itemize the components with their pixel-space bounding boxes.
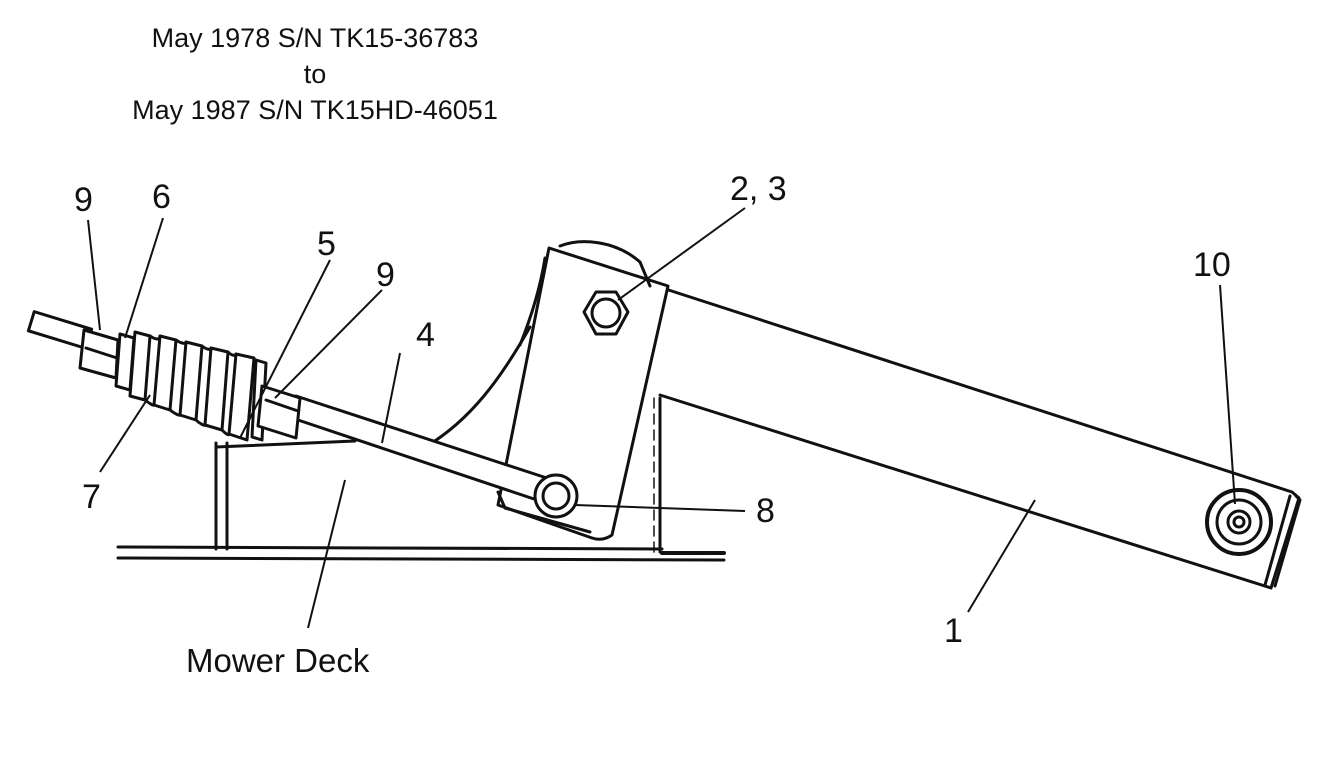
- bushing: [1205, 488, 1273, 556]
- callout-8: 8: [756, 492, 775, 530]
- leader-9-left: [87, 219, 101, 331]
- callout-2-3: 2, 3: [730, 170, 787, 208]
- title-line-2: to: [303, 59, 327, 89]
- callout-9-right: 9: [376, 256, 395, 294]
- pivot-bolt: [582, 290, 630, 336]
- leader-2-3: [617, 207, 746, 301]
- pin: [533, 473, 579, 519]
- leader-4: [381, 352, 401, 444]
- mower-deck-label: Mower Deck: [186, 642, 370, 679]
- pivot-plate: [496, 240, 670, 541]
- leader-7: [99, 394, 151, 473]
- leader-8: [574, 504, 746, 512]
- leader-mower-deck: [307, 479, 346, 629]
- callout-7: 7: [82, 478, 101, 516]
- leader-6: [124, 217, 164, 339]
- callout-9-left: 9: [74, 181, 93, 219]
- callout-10: 10: [1193, 246, 1231, 284]
- leader-1: [967, 499, 1036, 613]
- callout-5: 5: [317, 225, 336, 263]
- title-line-1: May 1978 S/N TK15-36783: [151, 23, 479, 53]
- callout-6: 6: [152, 178, 171, 216]
- callout-1: 1: [944, 612, 963, 650]
- leader-5: [239, 259, 331, 439]
- mower-deck-outline: [116, 325, 726, 562]
- callout-4: 4: [416, 316, 435, 354]
- title-line-3: May 1987 S/N TK15HD-46051: [132, 95, 498, 125]
- main-arm: [648, 282, 1302, 590]
- leader-10: [1219, 284, 1236, 505]
- leader-9-right: [274, 289, 383, 399]
- leader-lines: [87, 207, 1236, 629]
- serial-range-title: May 1978 S/N TK15-36783 to May 1987 S/N …: [60, 20, 570, 128]
